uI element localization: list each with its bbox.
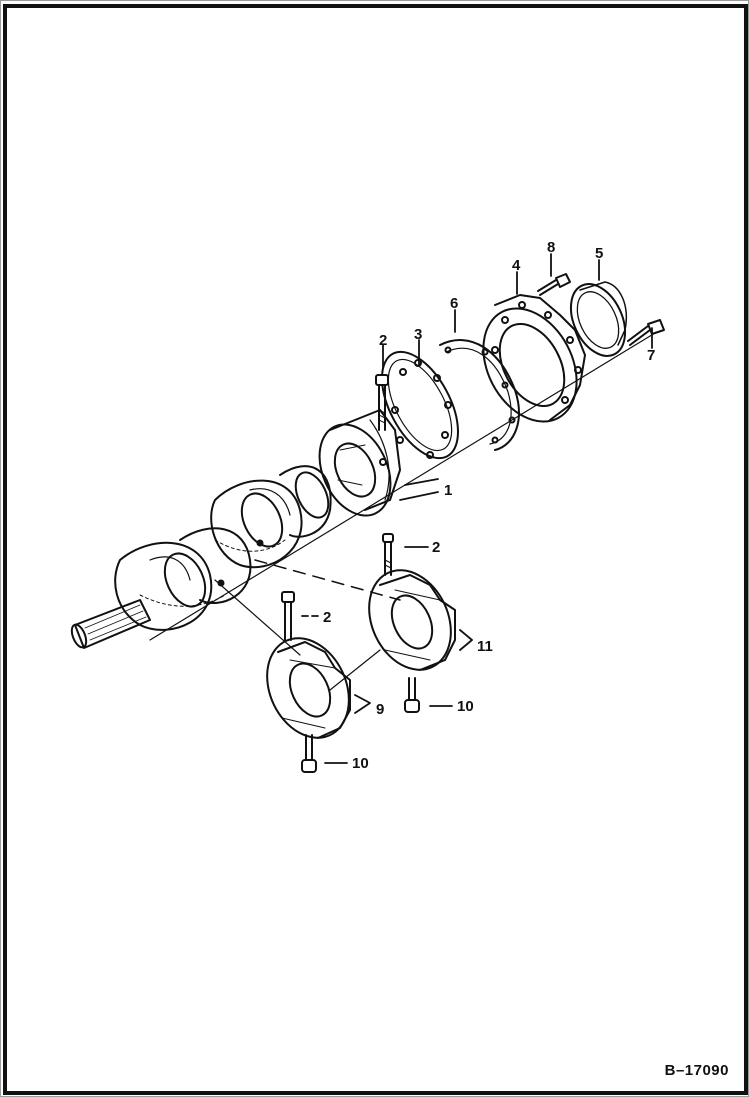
figure-id: B–17090 — [664, 1062, 729, 1079]
bolt-part-7-icon — [627, 319, 665, 346]
bolt-part-2-middle-icon — [382, 533, 394, 576]
callout-10-right: 10 — [457, 698, 474, 715]
bolt-part-8-icon — [537, 273, 571, 296]
diagram-frame — [3, 4, 748, 1095]
bearing-housing-part-1-icon — [318, 409, 401, 517]
bearing-housing-part-11-icon — [368, 569, 456, 671]
lower-axis-line-2 — [214, 579, 301, 656]
callout-6: 6 — [450, 295, 459, 312]
callout-7: 7 — [647, 347, 656, 364]
callout-1: 1 — [444, 482, 453, 499]
seal-housing-part-4-icon — [482, 294, 586, 423]
gasket-part-3-icon — [381, 350, 459, 460]
callout-8: 8 — [547, 239, 556, 256]
bolt-part-10-right-icon — [404, 677, 420, 713]
leader-11 — [459, 629, 473, 651]
callout-5: 5 — [595, 245, 604, 262]
callout-11: 11 — [477, 638, 493, 655]
crankshaft-icon — [70, 465, 332, 649]
bolt-part-2-lower-icon — [281, 591, 295, 641]
callout-2-middle: 2 — [432, 539, 441, 556]
callout-3: 3 — [414, 326, 423, 343]
leader-9 — [354, 694, 371, 714]
callout-9: 9 — [376, 701, 385, 718]
leader-1 — [399, 478, 439, 501]
oil-seal-part-5-icon — [569, 281, 627, 357]
callout-2-lower: 2 — [323, 609, 332, 626]
bearing-housing-part-9-icon — [266, 637, 351, 739]
callout-4: 4 — [512, 257, 521, 274]
lower-axis-dashed — [254, 559, 401, 601]
callout-2-upper: 2 — [379, 332, 388, 349]
bolt-part-2-upper-icon — [375, 374, 389, 431]
callout-10-left: 10 — [352, 755, 369, 772]
bolt-part-10-left-icon — [301, 734, 317, 773]
